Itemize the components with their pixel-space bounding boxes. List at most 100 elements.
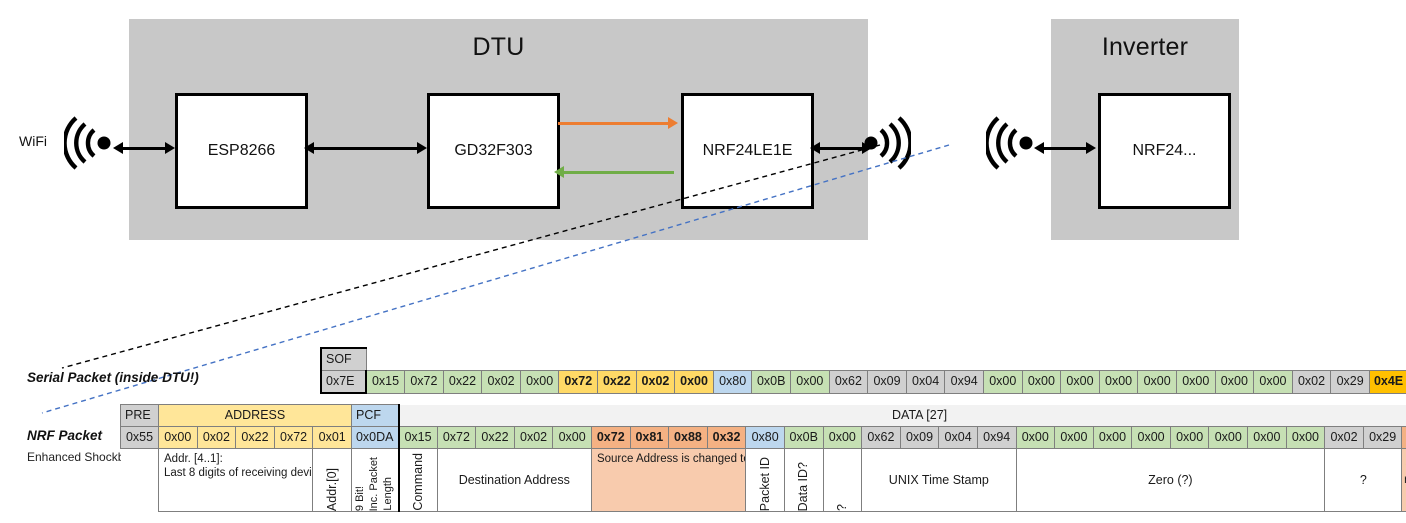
arrow-wifi-esp <box>113 142 175 154</box>
serial-byte-0: 0x15 <box>365 370 406 394</box>
inverter-title: Inverter <box>1101 33 1189 61</box>
nrf-packet-row-sublabel: Enhanced Shockburst <box>27 450 145 464</box>
nrf-byte-17: 0x00 <box>1054 426 1094 449</box>
desc-pcf-note-line-1: Inc. Packet <box>368 456 381 511</box>
nrf-byte-3: 0x02 <box>513 426 554 449</box>
serial-byte-26: 0x4E <box>1368 370 1406 394</box>
nrf-byte-1: 0x72 <box>436 426 477 449</box>
desc-unknown-1-text: ? <box>834 504 849 511</box>
desc-pcf-note-line-2: Length <box>382 477 395 511</box>
nrf-byte-9: 0x80 <box>745 426 785 449</box>
block-diagram: DTU Inverter WiFi ESP8266 GD32F303 NRF24… <box>19 19 1239 240</box>
serial-sof-header: SOF <box>320 347 367 371</box>
serial-byte-9: 0x80 <box>712 370 753 394</box>
arrow-gd32-to-nrf-orange <box>558 117 678 129</box>
serial-byte-18: 0x00 <box>1060 370 1100 394</box>
desc-unknown-1: ? <box>822 448 863 512</box>
wifi-label: WiFi <box>19 133 47 149</box>
desc-address-note-text: Addr. [4..1]:Last 8 digits of receiving … <box>164 453 312 479</box>
nrf-address-byte-4: 0x01 <box>312 426 352 449</box>
nrf-byte-2: 0x22 <box>475 426 515 449</box>
desc-zero: Zero (?) <box>1015 448 1326 512</box>
serial-sof-value: 0x7E <box>320 370 367 394</box>
desc-packet-id-text: Packet ID <box>757 456 772 511</box>
serial-byte-23: 0x00 <box>1253 370 1293 394</box>
serial-byte-21: 0x00 <box>1175 370 1216 394</box>
serial-byte-12: 0x62 <box>828 370 869 394</box>
inverter-antenna-icon <box>984 116 1034 170</box>
nrf-address-byte-2: 0x22 <box>235 426 275 449</box>
nrf-byte-11: 0x00 <box>822 426 863 449</box>
nrf-byte-24: 0x02 <box>1324 426 1364 449</box>
chip-gd32f303: GD32F303 <box>427 93 560 209</box>
desc-data-id: Data ID? <box>783 448 824 512</box>
serial-byte-4: 0x00 <box>519 370 560 394</box>
desc-destination-address: Destination Address <box>436 448 592 512</box>
desc-command: Command <box>397 448 438 512</box>
arrow-inverter-antenna-nrf24 <box>1034 142 1096 154</box>
desc-addr0-text: Addr.[0] <box>324 467 339 511</box>
nrf-byte-16: 0x00 <box>1015 426 1056 449</box>
nrf-address-byte-0: 0x00 <box>158 426 198 449</box>
nrf-byte-18: 0x00 <box>1092 426 1133 449</box>
chip-nrf24le1e-label: NRF24LE1E <box>702 142 793 159</box>
chip-nrf24le1e: NRF24LE1E <box>681 93 814 209</box>
serial-byte-1: 0x72 <box>404 370 444 394</box>
desc-source-address-note-text: Source Address is changed to DTU serial … <box>596 453 745 465</box>
arrow-nrf-antenna <box>810 142 872 154</box>
nrf-byte-26: 0x55 <box>1401 426 1406 449</box>
arrow-esp-gd32 <box>304 142 427 154</box>
desc-crc8-text: CRC8recalc.! <box>1403 459 1406 501</box>
serial-packet-header-row: SOF EOF <box>320 347 1406 371</box>
nrf-byte-23: 0x00 <box>1285 426 1326 449</box>
nrf-address-byte-1: 0x02 <box>196 426 237 449</box>
chip-nrf24-label: NRF24... <box>1132 142 1197 159</box>
desc-addr0: Addr.[0] <box>312 448 352 512</box>
dtu-radio-antenna-icon <box>863 116 913 170</box>
nrf-byte-19: 0x00 <box>1131 426 1171 449</box>
serial-header-spacer <box>366 348 1406 371</box>
wifi-antenna-icon <box>62 116 112 170</box>
desc-unknown-2: ? <box>1324 448 1403 512</box>
nrf-pcf-value: 0x0DA <box>351 426 399 449</box>
nrf-byte-0: 0x15 <box>397 426 438 449</box>
nrf-address-header: ADDRESS <box>158 404 352 427</box>
desc-data-id-text: Data ID? <box>796 461 811 511</box>
serial-byte-11: 0x00 <box>790 370 830 394</box>
serial-byte-3: 0x02 <box>481 370 521 394</box>
nrf-data-header: DATA [27] <box>397 404 1406 427</box>
packet-area: Serial Packet (inside DTU!) NRF Packet E… <box>0 340 1406 523</box>
nrf-packet-description-row: Addr. [4..1]:Last 8 digits of receiving … <box>120 448 1406 512</box>
serial-byte-17: 0x00 <box>1021 370 1062 394</box>
nrf-pcf-header: PCF <box>351 404 399 427</box>
desc-crc8: CRC8recalc.! <box>1401 448 1406 512</box>
serial-byte-14: 0x04 <box>905 370 946 394</box>
nrf-byte-13: 0x09 <box>899 426 940 449</box>
nrf-byte-20: 0x00 <box>1169 426 1210 449</box>
serial-byte-22: 0x00 <box>1214 370 1255 394</box>
desc-command-text: Command <box>410 453 425 511</box>
desc-pre-spacer <box>120 448 159 512</box>
serial-packet-table: SOF EOF 0x7E 0x150x720x220x020x000x720x2… <box>320 347 1406 394</box>
chip-esp8266: ESP8266 <box>175 93 308 209</box>
nrf-byte-12: 0x62 <box>861 426 901 449</box>
arrow-nrf-to-gd32-green <box>554 166 674 178</box>
nrf-packet-row-label: NRF Packet <box>27 428 103 443</box>
nrf-pre-value: 0x55 <box>120 426 159 449</box>
serial-byte-20: 0x00 <box>1137 370 1177 394</box>
serial-byte-25: 0x29 <box>1330 370 1370 394</box>
serial-byte-15: 0x94 <box>944 370 984 394</box>
serial-byte-5: 0x72 <box>558 370 599 394</box>
serial-byte-6: 0x22 <box>597 370 637 394</box>
serial-byte-13: 0x09 <box>867 370 907 394</box>
nrf-byte-5: 0x72 <box>590 426 631 449</box>
desc-unix-time-stamp: UNIX Time Stamp <box>861 448 1017 512</box>
serial-byte-8: 0x00 <box>674 370 714 394</box>
nrf-byte-8: 0x32 <box>706 426 747 449</box>
serial-byte-10: 0x0B <box>751 370 792 394</box>
